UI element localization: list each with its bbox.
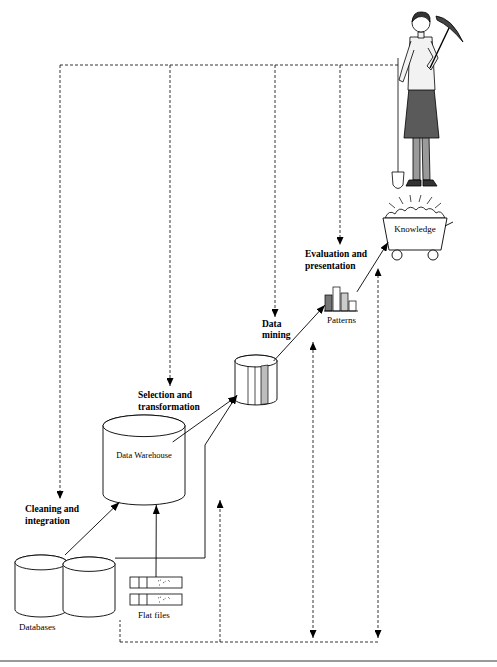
pattern-bar <box>333 287 340 311</box>
node-label: Databases <box>19 622 109 632</box>
feedback-arrow <box>313 342 314 638</box>
spark-line <box>435 203 441 208</box>
cylinder-body <box>235 355 277 405</box>
step-label: Data mining <box>262 319 298 341</box>
pattern-bar <box>325 295 332 311</box>
cylinder-segment <box>261 365 268 405</box>
shoe <box>423 180 437 186</box>
pattern-bar <box>341 293 348 311</box>
patterns-chart-shape <box>325 287 357 311</box>
cylinder-top <box>235 355 277 367</box>
cylinder-segment-line <box>255 367 256 406</box>
knowledge-cart: Knowledge <box>383 196 447 262</box>
spark-line <box>410 195 411 202</box>
feedback-arrow <box>220 500 221 642</box>
miner-figure <box>392 12 463 189</box>
node-label: Data Warehouse <box>115 451 173 461</box>
file-record <box>130 577 182 588</box>
flow-arrow <box>156 505 157 577</box>
feedback-arrow <box>378 268 379 638</box>
node-label: Flat files <box>138 610 198 620</box>
pattern-bar <box>349 301 356 311</box>
leg <box>422 136 430 180</box>
cylinder-top <box>15 555 67 570</box>
cart-body <box>383 218 447 250</box>
ore-pile <box>385 207 445 218</box>
spark-line <box>389 203 395 208</box>
cylinder-body <box>15 555 67 617</box>
neck <box>418 32 424 38</box>
data-mining-cylinder: Data mining <box>235 355 277 405</box>
file-record <box>130 594 182 605</box>
flat-files-shape <box>130 577 182 606</box>
file-divider <box>139 594 140 605</box>
node-label: Knowledge <box>387 224 443 234</box>
database-group: Databases <box>15 555 115 617</box>
spark-line <box>399 197 403 204</box>
node-label: Patterns <box>327 315 377 325</box>
file-marks <box>158 580 170 585</box>
flat-files: Flat files <box>130 577 182 606</box>
pickaxe-handle <box>430 28 449 68</box>
hair <box>412 12 430 22</box>
feedback-line <box>120 620 121 642</box>
feedback-arrow <box>60 65 61 499</box>
spark-line <box>427 197 432 204</box>
file-divider <box>147 594 148 605</box>
file-divider <box>139 577 140 588</box>
cart-wheel <box>428 250 438 260</box>
step-label: Evaluation and presentation <box>305 248 377 273</box>
leg <box>413 136 420 180</box>
cylinder-body <box>63 557 115 617</box>
feedback-arrow <box>275 65 276 317</box>
cart-handle <box>445 222 453 226</box>
cylinder-body <box>103 415 185 505</box>
cylinder-top <box>63 557 115 571</box>
shoe <box>406 180 421 186</box>
cylinder-segment-line <box>248 367 249 406</box>
file-divider <box>147 577 148 588</box>
database-group-shape <box>15 555 115 617</box>
arm <box>399 41 414 82</box>
file-marks <box>158 597 170 602</box>
cart-wheel <box>392 250 402 260</box>
step-label: Cleaning and integration <box>25 503 97 528</box>
spark-line <box>419 195 421 202</box>
cylinder-top <box>103 415 185 437</box>
shovel-blade <box>392 172 404 189</box>
chart-baseline <box>324 311 358 312</box>
shovel-handle <box>398 58 399 172</box>
feedback-arrow <box>340 65 341 245</box>
feedback-line <box>60 65 400 66</box>
pickaxe-head <box>436 16 463 42</box>
data-warehouse-cylinder: Data Warehouse <box>103 415 185 505</box>
skirt <box>404 88 439 138</box>
data-mining-cylinder-shape <box>235 355 277 405</box>
feedback-line <box>120 642 380 643</box>
step-label: Selection and transformation <box>138 389 213 414</box>
page-rule <box>0 661 497 662</box>
feedback-arrow <box>170 65 171 386</box>
patterns-chart: Patterns <box>325 287 357 311</box>
